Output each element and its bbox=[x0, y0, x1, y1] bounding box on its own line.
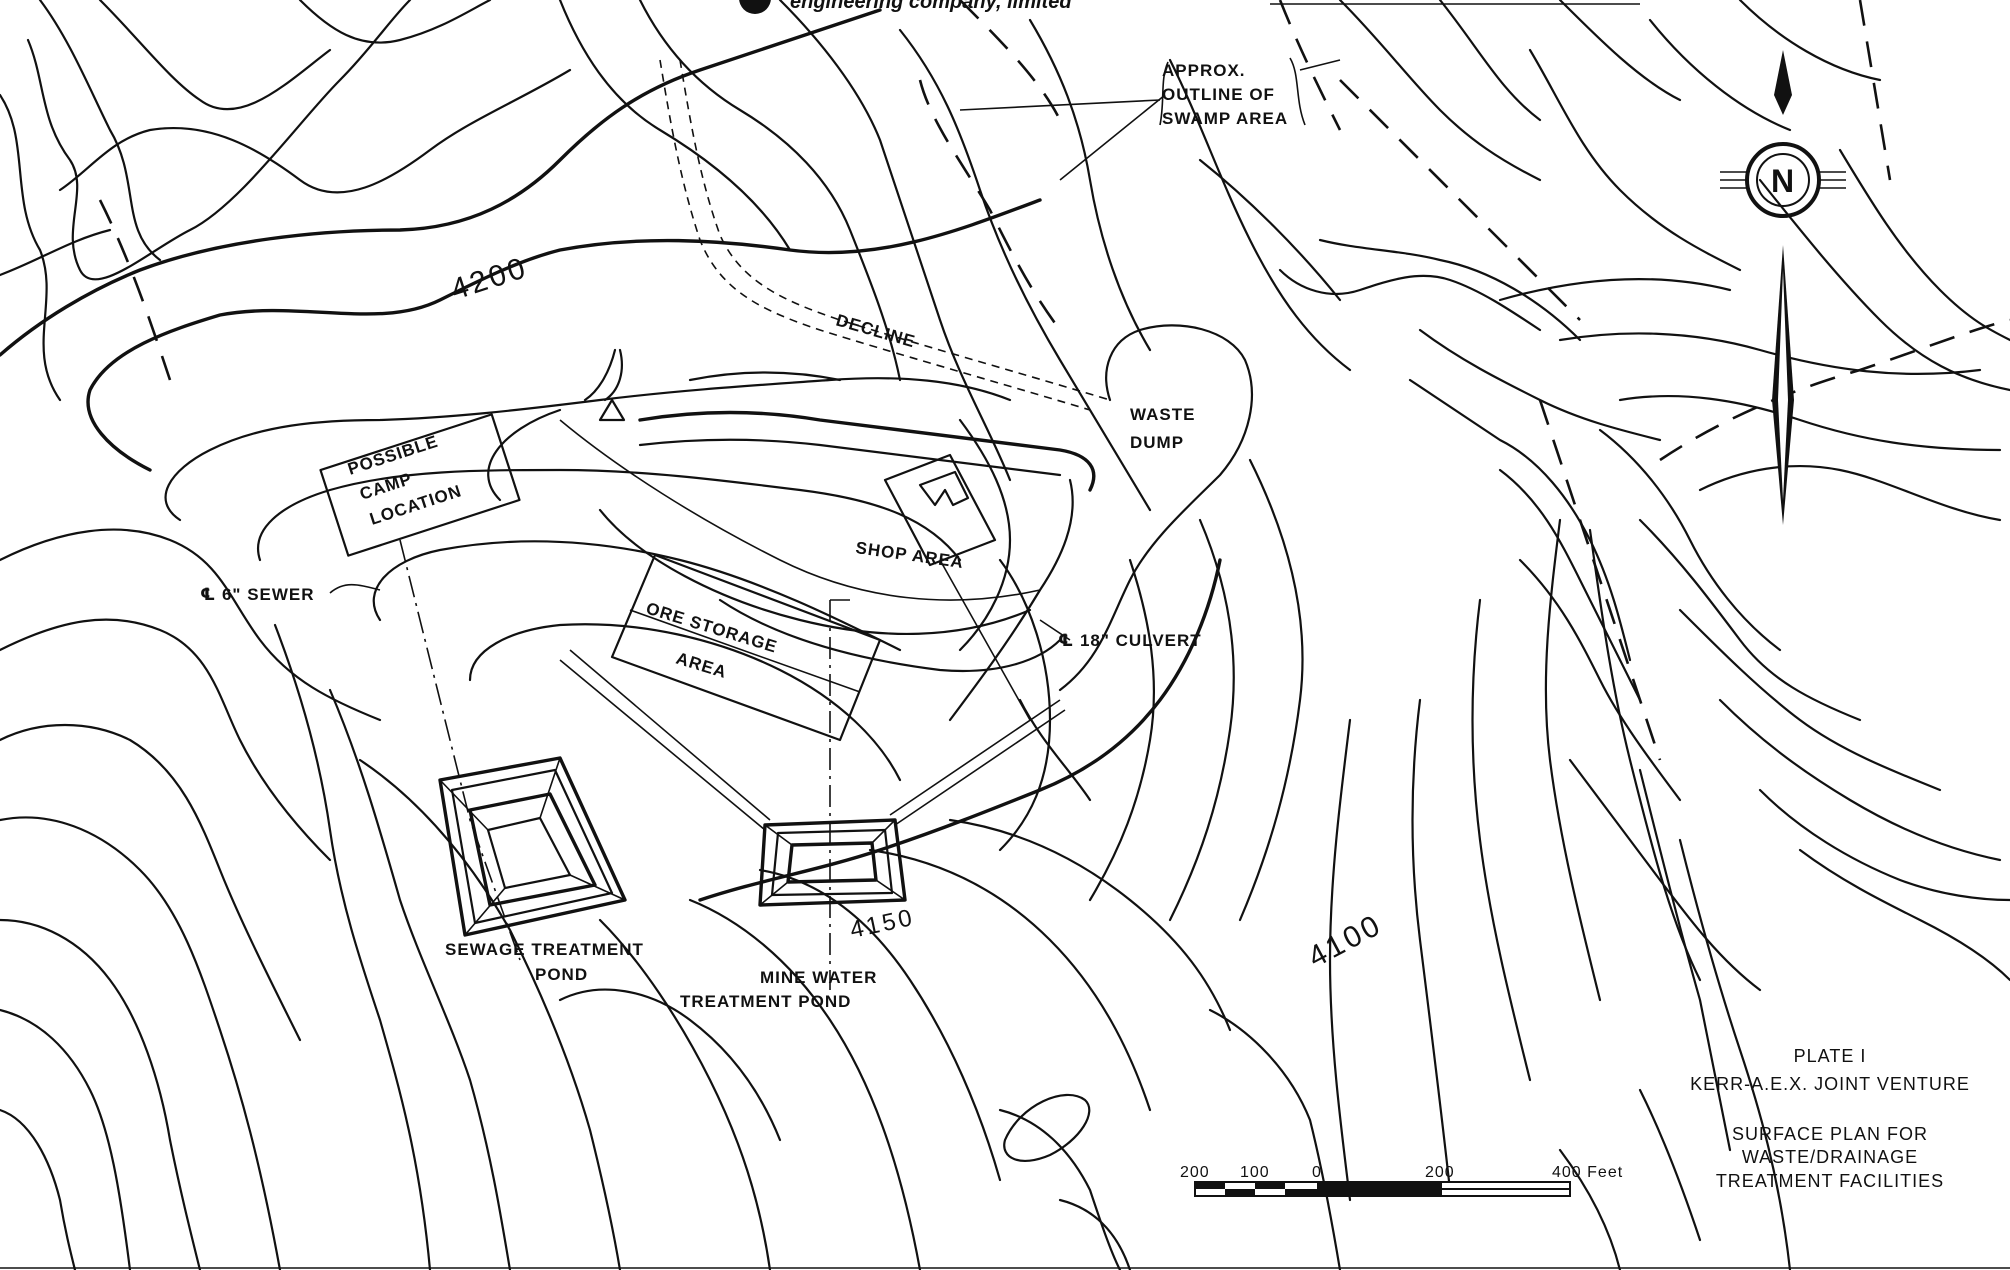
title-block: PLATE I KERR-A.E.X. JOINT VENTURE SURFAC… bbox=[1690, 1046, 1970, 1191]
plan-title-2: WASTE/DRAINAGE bbox=[1742, 1147, 1918, 1167]
label-ore-storage-2: AREA bbox=[674, 649, 729, 682]
waste-dump: WASTE DUMP bbox=[1058, 324, 1253, 692]
scale-tick-0: 0 bbox=[1312, 1164, 1322, 1181]
label-waste-dump-1: WASTE bbox=[1130, 405, 1195, 424]
label-swamp-1: APPROX. bbox=[1162, 61, 1246, 80]
plan-title-1: SURFACE PLAN FOR bbox=[1732, 1124, 1928, 1144]
label-sewage-pond-2: POND bbox=[535, 965, 588, 984]
north-arrow: N bbox=[1720, 50, 1846, 525]
label-mine-pond-2: TREATMENT POND bbox=[680, 992, 851, 1011]
label-mine-pond-1: MINE WATER bbox=[760, 968, 877, 987]
label-decline: DECLINE bbox=[834, 311, 918, 352]
label-culvert: ℄ 18" CULVERT bbox=[1058, 631, 1202, 650]
scale-bar: 200 100 0 200 400 Feet bbox=[1180, 1164, 1623, 1197]
elevation-4100: 4100 bbox=[1303, 908, 1388, 974]
company-logo bbox=[739, 0, 771, 14]
plate-number: PLATE I bbox=[1794, 1046, 1867, 1066]
label-shop-area: SHOP AREA bbox=[854, 538, 965, 572]
boundary-dashes bbox=[98, 0, 2010, 761]
sewer-line: ℄ 6" SEWER bbox=[200, 539, 521, 961]
elevation-4150: 4150 bbox=[848, 904, 918, 944]
scale-tick-200: 200 bbox=[1425, 1164, 1455, 1181]
north-letter: N bbox=[1771, 163, 1794, 199]
label-swamp-3: SWAMP AREA bbox=[1162, 109, 1288, 128]
swamp-label: APPROX. OUTLINE OF SWAMP AREA bbox=[959, 57, 1341, 181]
sewage-treatment-pond: SEWAGE TREATMENT POND bbox=[438, 756, 644, 984]
site-pad bbox=[487, 348, 1096, 802]
client-name: KERR-A.E.X. JOINT VENTURE bbox=[1690, 1074, 1970, 1094]
culvert: ℄ 18" CULVERT bbox=[1039, 619, 1202, 650]
shop-area: SHOP AREA bbox=[854, 453, 1031, 721]
label-sewage-pond-1: SEWAGE TREATMENT bbox=[445, 940, 644, 959]
plan-title-3: TREATMENT FACILITIES bbox=[1716, 1171, 1944, 1191]
elevation-4200: 4200 bbox=[447, 251, 532, 307]
label-swamp-2: OUTLINE OF bbox=[1162, 85, 1275, 104]
survey-triangle-icon bbox=[598, 398, 626, 422]
scale-tick-100: 100 bbox=[1240, 1164, 1270, 1181]
scale-tick-400: 400 Feet bbox=[1552, 1164, 1623, 1181]
camp-location: POSSIBLE CAMP LOCATION bbox=[319, 398, 626, 557]
mine-water-treatment-pond: MINE WATER TREATMENT POND bbox=[559, 599, 1066, 1011]
north-arrow-upper-icon bbox=[1774, 50, 1792, 115]
decline-road: DECLINE bbox=[659, 59, 1111, 411]
label-waste-dump-2: DUMP bbox=[1130, 433, 1184, 452]
company-name: engineering company, limited bbox=[790, 0, 1072, 13]
label-sewer: ℄ 6" SEWER bbox=[200, 585, 315, 604]
ore-storage-area: ORE STORAGE AREA bbox=[610, 553, 882, 742]
label-camp-1: POSSIBLE bbox=[345, 432, 440, 479]
header: engineering company, limited bbox=[739, 0, 1640, 14]
scale-tick-200-left: 200 bbox=[1180, 1164, 1210, 1181]
